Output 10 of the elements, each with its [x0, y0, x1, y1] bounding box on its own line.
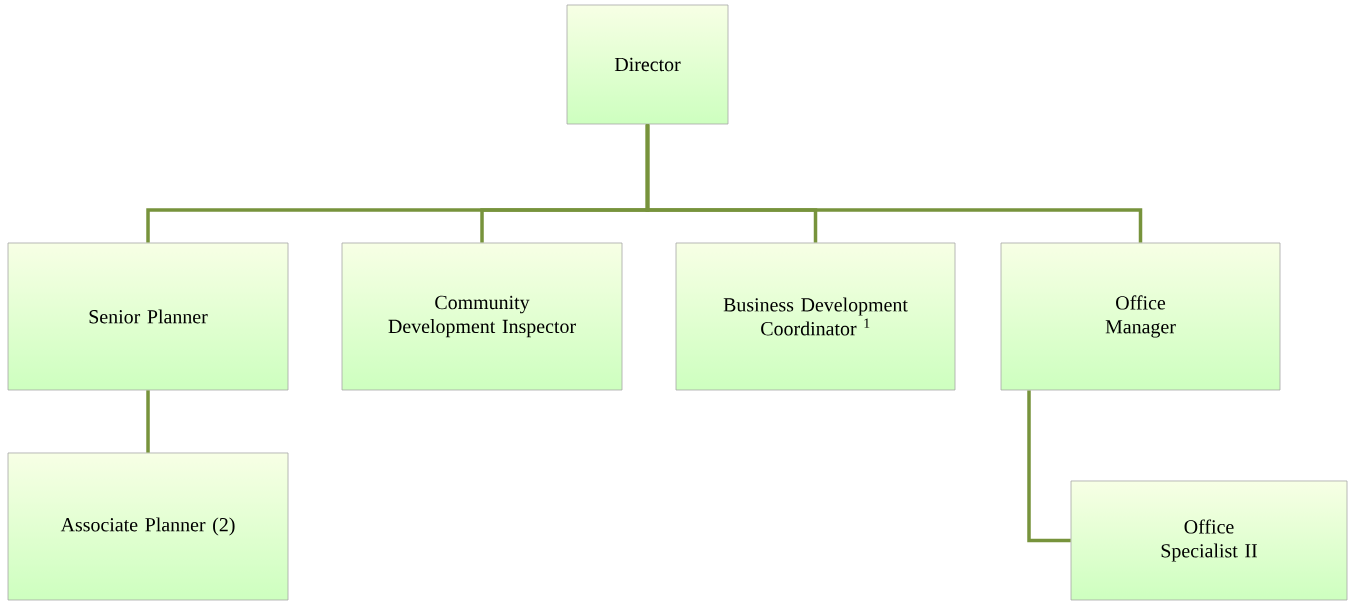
position-box: Community Development Inspector [341, 242, 623, 391]
position-box: Senior Planner [7, 242, 289, 391]
position-box: Business Development Coordinator $^{1}$ [675, 242, 956, 391]
position-box: Office Specialist II [1070, 480, 1348, 601]
position-box: Associate Planner (2) [7, 452, 289, 601]
connector-line [645, 124, 1143, 243]
connector-line [146, 390, 150, 453]
position-box: Office Manager [1000, 242, 1281, 391]
connector-line [1027, 390, 1071, 543]
position-box: Director [566, 4, 729, 125]
